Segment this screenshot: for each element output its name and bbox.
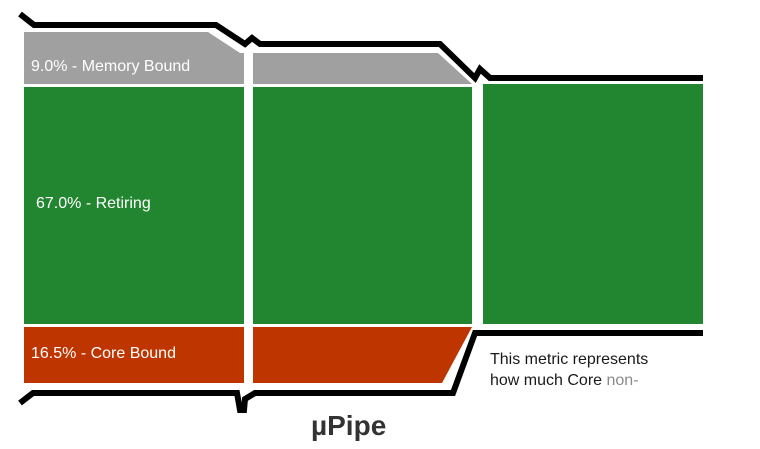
core-bound-segment-col2 [253, 327, 472, 383]
retiring-label: 67.0% - Retiring [36, 195, 151, 212]
core-bound-label: 16.5% - Core Bound [31, 345, 176, 362]
retiring-segment-col3 [483, 84, 703, 324]
description-faded-text: non- [606, 372, 639, 389]
diagram-title: µPipe [311, 410, 387, 441]
description-line2: how much Core [490, 372, 607, 389]
description-line1: This metric represents [490, 351, 649, 368]
bottom-outline [18, 330, 703, 413]
retiring-segment-col2 [253, 87, 472, 324]
memory-bound-segment-col2 [253, 53, 472, 84]
core-bound-segment-col1 [24, 327, 244, 383]
metric-description: This metric represents how much Core non- [490, 349, 700, 391]
top-outline [18, 11, 703, 83]
memory-bound-label: 9.0% - Memory Bound [31, 58, 191, 75]
retiring-segment-col1 [24, 87, 244, 324]
memory-bound-segment-col1 [24, 32, 244, 84]
